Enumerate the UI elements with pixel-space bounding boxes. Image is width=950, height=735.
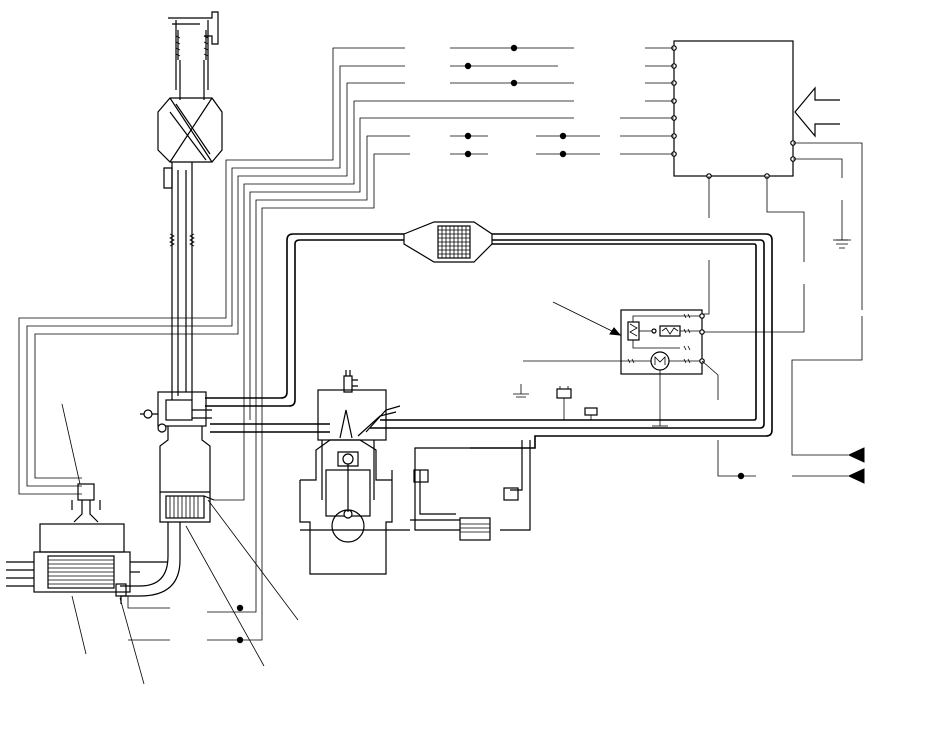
sensor-icon	[71, 483, 101, 523]
honeycomb-icon	[403, 221, 493, 263]
filter-box-icon	[157, 97, 223, 163]
canister-line	[300, 440, 531, 541]
relay-motor-icon	[523, 309, 719, 427]
control-unit-box	[671, 40, 796, 179]
valve-icon	[140, 391, 212, 433]
exhaust-pipe	[205, 233, 773, 449]
triangle-terminal-icon	[717, 440, 865, 484]
finned-box-icon	[6, 523, 168, 593]
leader-line	[552, 301, 621, 336]
signal-wires	[18, 44, 674, 644]
chamber-icon	[120, 426, 215, 597]
bellows-duct-icon	[168, 11, 219, 100]
control-unit-outputs	[702, 142, 863, 456]
arrowhead-icon	[609, 327, 622, 336]
intake-duct	[163, 162, 195, 400]
leader-lines	[61, 403, 299, 685]
ground-icon	[513, 384, 529, 398]
sensor-icon	[556, 386, 598, 421]
input-arrow-icon	[794, 86, 840, 138]
piston-cylinder-icon	[299, 370, 401, 575]
